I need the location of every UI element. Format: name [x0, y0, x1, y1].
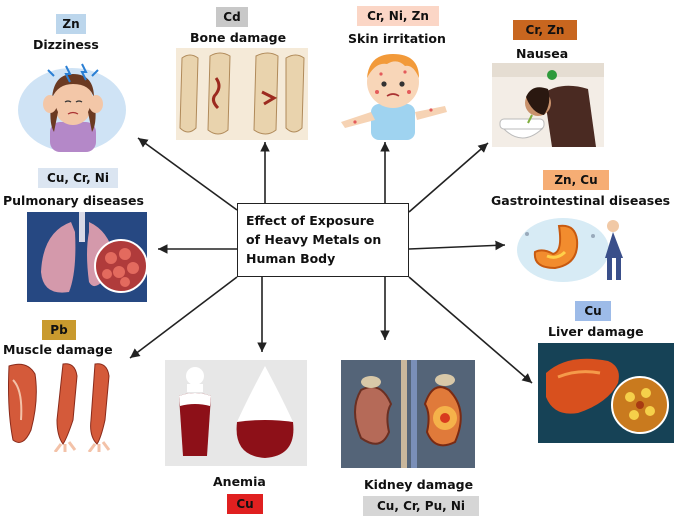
label-bone: Bone damage	[190, 30, 287, 45]
center-line-2: of Heavy Metals on	[246, 232, 382, 247]
label-muscle: Muscle damage	[3, 342, 113, 357]
arrow-to-liver	[408, 276, 533, 384]
illustration-bone	[176, 48, 308, 140]
illustration-anemia	[165, 360, 307, 466]
label-nausea: Nausea	[516, 46, 569, 61]
illustration-gastro	[513, 212, 643, 284]
badge-anemia: Cu	[227, 494, 263, 514]
illustration-kidney	[341, 360, 475, 468]
badge-bone: Cd	[216, 7, 248, 27]
label-kidney: Kidney damage	[364, 477, 474, 492]
badge-skin: Cr, Ni, Zn	[357, 6, 439, 26]
illustration-skin	[335, 48, 450, 140]
arrow-to-nausea	[408, 142, 489, 213]
label-skin: Skin irritation	[348, 31, 446, 46]
label-gastro: Gastrointestinal diseases	[491, 193, 671, 208]
badge-nausea: Cr, Zn	[513, 20, 577, 40]
arrow-to-gastro	[408, 240, 506, 251]
center-line-3: Human Body	[246, 251, 336, 266]
illustration-pulmonary	[27, 212, 147, 302]
label-liver: Liver damage	[548, 324, 644, 339]
label-anemia: Anemia	[213, 474, 266, 489]
badge-muscle: Pb	[42, 320, 76, 340]
arrow-to-dizziness	[137, 137, 238, 211]
label-dizziness: Dizziness	[33, 37, 99, 52]
illustration-dizziness	[14, 52, 134, 152]
center-box: Effect of Exposure of Heavy Metals on Hu…	[237, 203, 409, 277]
badge-pulmonary: Cu, Cr, Ni	[38, 168, 118, 188]
illustration-muscle	[3, 360, 123, 452]
badge-dizziness: Zn	[56, 14, 86, 34]
center-line-1: Effect of Exposure	[246, 213, 375, 228]
badge-gastro: Zn, Cu	[543, 170, 609, 190]
illustration-nausea	[492, 63, 604, 147]
badge-liver: Cu	[575, 301, 611, 321]
label-pulmonary: Pulmonary diseases	[3, 193, 144, 208]
arrow-to-muscle	[129, 276, 238, 359]
badge-kidney: Cu, Cr, Pu, Ni	[363, 496, 479, 516]
illustration-liver	[538, 343, 674, 443]
